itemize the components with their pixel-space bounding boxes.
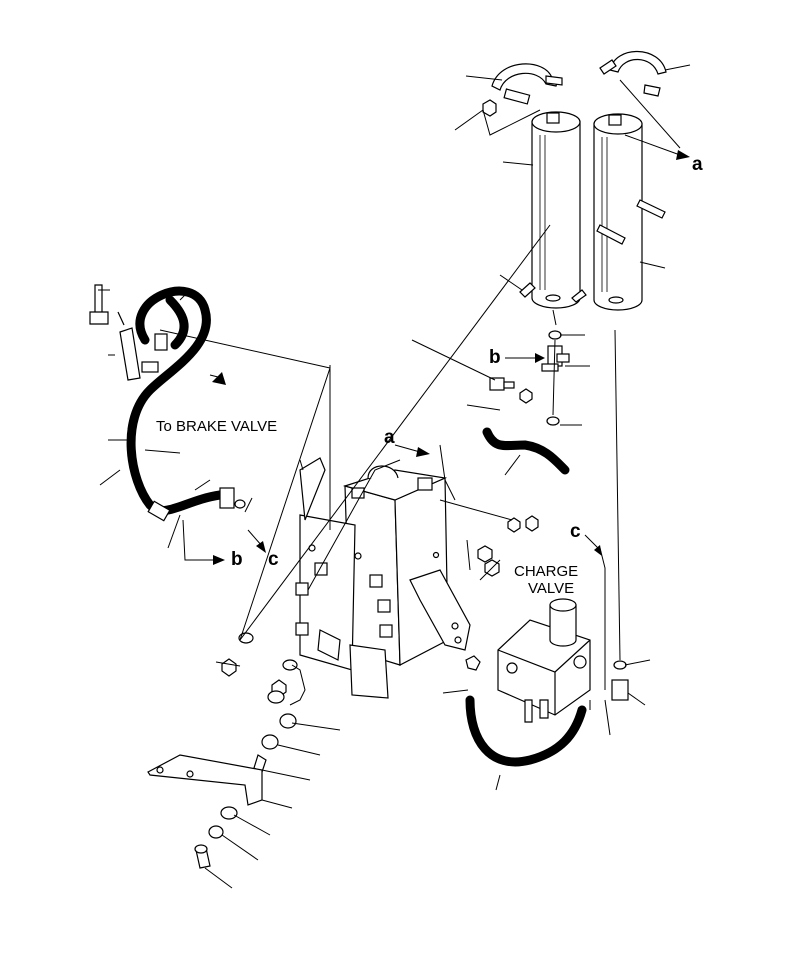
charge-valve-label-line2: VALVE: [528, 580, 574, 597]
hose-bottom: [465, 695, 587, 767]
hose-left-loop: [126, 286, 225, 515]
ref-label-a-top: a: [692, 154, 703, 175]
charge-valve-label-line1: CHARGE: [514, 563, 578, 580]
ref-label-b-valve: b: [489, 347, 501, 368]
accumulator-right: [593, 113, 643, 311]
fittings: [89, 284, 629, 701]
ref-label-a-bracket: a: [384, 427, 395, 448]
ref-label-b-left: b: [231, 549, 243, 570]
nut-top: [482, 99, 497, 117]
accumulator-left: [531, 111, 581, 309]
leader-lines: [98, 64, 691, 889]
hose-middle: [482, 427, 570, 475]
strap-bolts: [519, 199, 666, 303]
arrows: [182, 134, 690, 565]
tank-strap-left: [491, 63, 563, 105]
tank-strap-right: [599, 50, 667, 97]
charge-valve: [497, 598, 591, 723]
ref-label-c-right: c: [570, 521, 581, 542]
brake-valve-label: To BRAKE VALVE: [156, 418, 277, 435]
mounting-bracket: [295, 457, 471, 699]
ref-label-c-left: c: [268, 549, 279, 570]
plate-bracket: [147, 754, 263, 806]
